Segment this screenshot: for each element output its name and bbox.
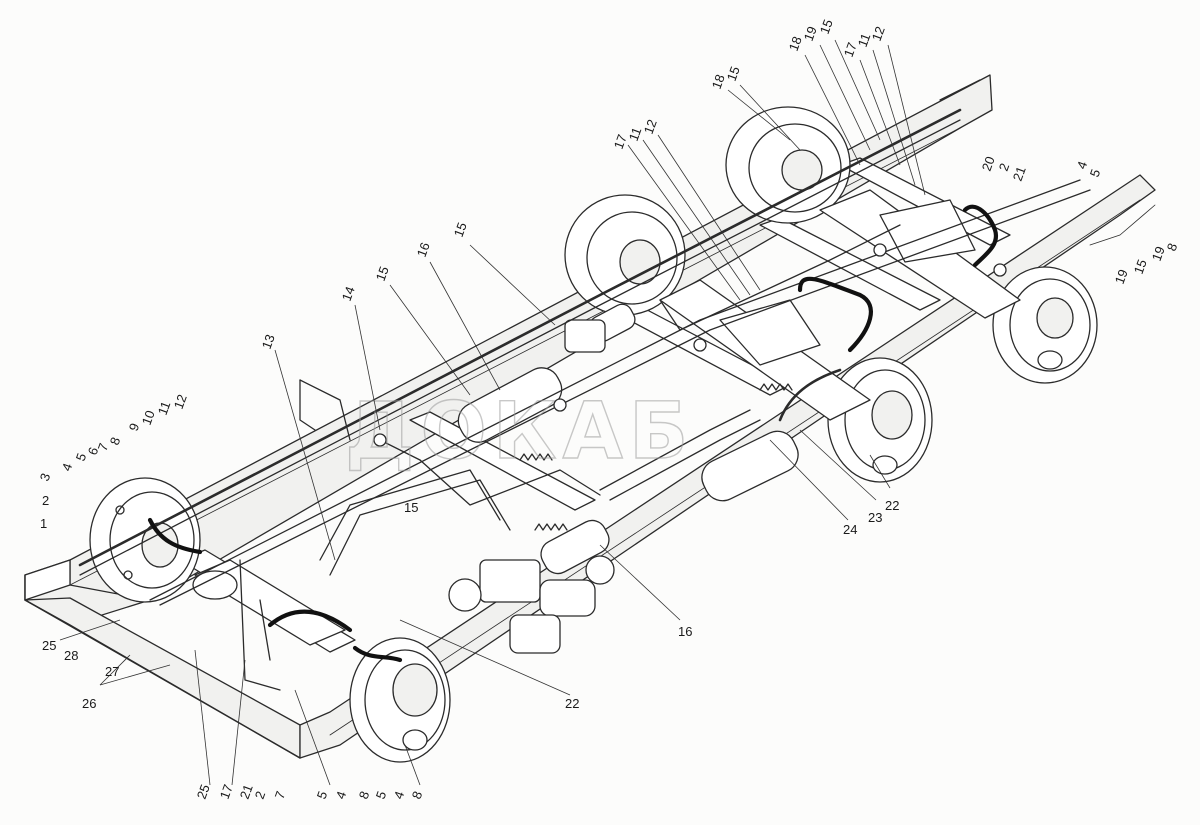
callout-label: 2 (252, 789, 269, 801)
callout-label: 11 (855, 31, 874, 49)
callout-label: 15 (817, 17, 836, 36)
callout-label: 19 (801, 24, 820, 43)
callout-group-center-top: 15 16 15 14 15 13 (259, 220, 470, 515)
callout-label: 25 (42, 638, 56, 653)
front-right-brake-drum (349, 637, 451, 763)
callout-label: 17 (841, 40, 860, 59)
callout-label: 8 (1164, 241, 1181, 253)
callout-label: 19 (1112, 267, 1131, 286)
callout-group-top-rear-2: 18 15 (709, 64, 743, 91)
callout-label: 9 (126, 421, 143, 433)
callout-label: 13 (259, 332, 278, 351)
callout-label: 15 (373, 264, 392, 283)
callout-label: 17 (217, 782, 236, 801)
callout-label: 24 (843, 522, 857, 537)
callout-group-top-mid: 17 11 12 (611, 117, 660, 151)
callout-label: 1 (40, 516, 47, 531)
callout-label: 21 (1010, 164, 1029, 183)
callout-label: 2 (996, 161, 1013, 173)
callout-group-top-rear-1: 18 19 15 17 11 12 (786, 17, 888, 59)
callout-label: 22 (885, 498, 899, 513)
callout-label: 4 (391, 789, 408, 801)
callout-label: 4 (1074, 159, 1091, 171)
callout-label: 15 (724, 64, 743, 83)
callout-label: 7 (95, 441, 112, 453)
callout-label: 14 (339, 284, 358, 303)
callout-label: 11 (155, 399, 174, 417)
rear-left-brake-drum (725, 106, 851, 224)
callout-label: 23 (868, 510, 882, 525)
callout-label: 15 (404, 500, 418, 515)
callout-label: 16 (414, 240, 433, 259)
callout-group-left-front: 3 4 5 6 7 8 9 10 11 12 2 1 (37, 392, 190, 531)
callout-group-left-bottom: 25 28 27 26 (42, 638, 119, 711)
callout-label: 28 (64, 648, 78, 663)
callout-label: 11 (626, 125, 645, 143)
callout-label: 5 (314, 789, 331, 801)
callout-group-right-side: 20 2 21 4 5 19 15 19 8 (979, 154, 1181, 286)
air-receivers (457, 303, 799, 575)
callout-label: 16 (678, 624, 692, 639)
rear-right-brake-drum (992, 266, 1098, 384)
front-left-brake-drum (89, 477, 201, 603)
callout-label: 25 (194, 782, 213, 801)
callout-label: 4 (59, 461, 76, 473)
callout-label: 12 (171, 392, 190, 411)
callout-label: 8 (107, 435, 124, 447)
callout-label: 2 (42, 493, 49, 508)
brake-lines (78, 79, 1156, 691)
callout-label: 21 (237, 782, 256, 801)
callout-label: 4 (333, 789, 350, 801)
callout-group-bottom-row: 25 17 21 2 7 5 4 8 5 4 8 (194, 782, 426, 801)
callout-label: 10 (139, 408, 158, 427)
mid-right-brake-drum (827, 357, 933, 483)
watermark-text: ДОКАБ (345, 387, 694, 477)
callout-label: 5 (373, 789, 390, 801)
callout-label: 18 (709, 72, 728, 91)
callout-label: 15 (451, 220, 470, 239)
callout-label: 17 (611, 132, 630, 151)
callout-label: 22 (565, 696, 579, 711)
callout-label: 5 (73, 451, 90, 463)
callout-label: 20 (979, 154, 998, 173)
callout-label: 7 (272, 789, 289, 801)
callout-label: 6 (85, 445, 102, 457)
callout-label: 18 (786, 34, 805, 53)
leader-lines (59, 39, 926, 786)
callout-label: 12 (641, 117, 660, 136)
callout-label: 12 (869, 24, 888, 43)
callout-label: 8 (356, 789, 373, 801)
callout-label: 26 (82, 696, 96, 711)
mid-left-brake-drum (564, 194, 686, 316)
callout-label: 3 (37, 471, 54, 483)
callout-label: 19 (1149, 244, 1168, 263)
callout-label: 27 (105, 664, 119, 679)
callout-group-right-bottom: 22 23 24 16 22 (565, 498, 899, 711)
callout-label: 8 (409, 789, 426, 801)
brake-valve-cluster (448, 319, 615, 654)
callout-label: 5 (1087, 167, 1104, 179)
callout-label: 15 (1131, 257, 1150, 276)
